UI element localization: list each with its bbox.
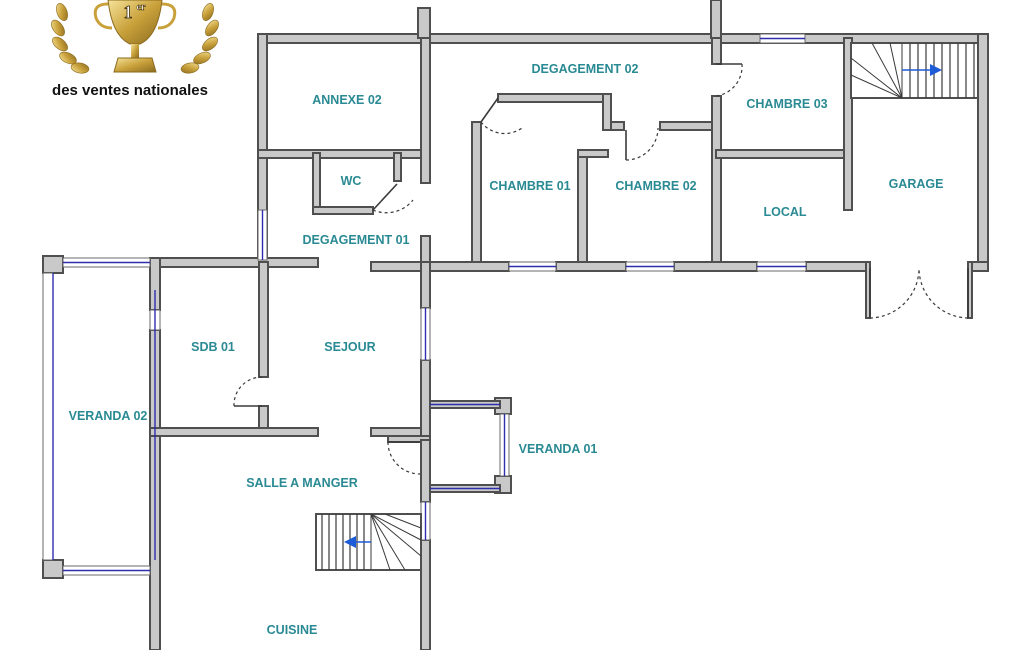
room-label-wc: WC — [341, 174, 362, 188]
award-rank: 1 — [124, 2, 133, 22]
room-label-cuisine: CUISINE — [267, 623, 318, 637]
room-label-degagement-01: DEGAGEMENT 01 — [303, 233, 410, 247]
room-label-chambre-02: CHAMBRE 02 — [615, 179, 696, 193]
room-label-veranda-01: VERANDA 01 — [519, 442, 598, 456]
room-label-chambre-03: CHAMBRE 03 — [746, 97, 827, 111]
room-label-degagement-02: DEGAGEMENT 02 — [532, 62, 639, 76]
room-label-salle-a-manger: SALLE A MANGER — [246, 476, 358, 490]
award-caption: des ventes nationales — [52, 82, 208, 99]
room-label-sdb-01: SDB 01 — [191, 340, 235, 354]
garage-staircase — [850, 42, 979, 99]
room-label-chambre-01: CHAMBRE 01 — [489, 179, 570, 193]
room-label-garage: GARAGE — [889, 177, 944, 191]
windows — [42, 33, 807, 576]
trophy-icon: 1 er — [51, 0, 219, 74]
room-label-local: LOCAL — [763, 205, 806, 219]
room-labels: ANNEXE 02 DEGAGEMENT 02 CHAMBRE 03 GARAG… — [69, 62, 944, 637]
award-rank-suffix: er — [137, 2, 146, 13]
room-label-veranda-02: VERANDA 02 — [69, 409, 148, 423]
room-label-annexe-02: ANNEXE 02 — [312, 93, 382, 107]
interior-staircase — [315, 513, 422, 571]
doors — [233, 63, 969, 475]
room-label-sejour: SEJOUR — [324, 340, 375, 354]
